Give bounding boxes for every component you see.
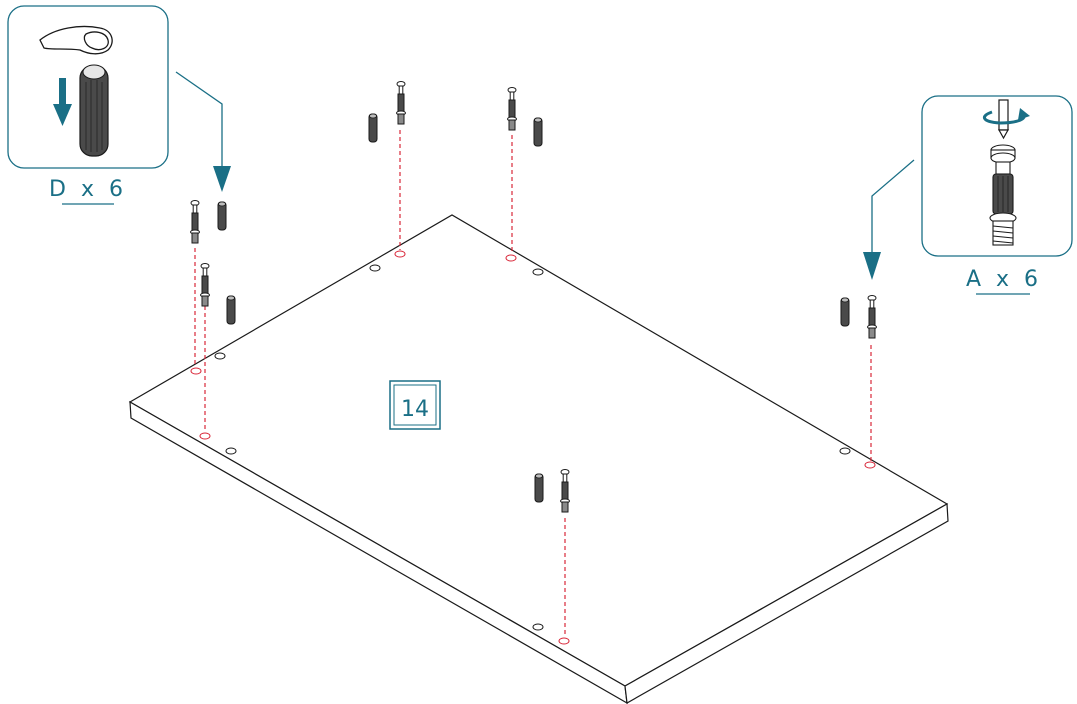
dowel-part (840, 297, 850, 327)
cam-bolt-screw-icon (989, 144, 1017, 246)
dowel-quantity-label: D x 6 (49, 177, 127, 202)
dowel-press-icon (79, 64, 109, 157)
panel-holes (190, 250, 876, 645)
part-number: 14 (401, 397, 429, 422)
cam-bolt-quantity-label: A x 6 (966, 267, 1042, 292)
dowel-part (533, 117, 543, 147)
panel-board (128, 214, 949, 704)
rotate-arrow-icon (983, 110, 1026, 125)
panel-side-edge (624, 503, 949, 704)
screwdriver-icon (997, 99, 1010, 140)
cam-bolt-callout: A x 6 (863, 95, 1073, 295)
dowel-part (534, 473, 544, 503)
hardware-parts (190, 81, 877, 513)
cam-bolt-leader-line (871, 159, 915, 256)
finger-icon (39, 25, 113, 55)
cam-bolt-leader-arrow-icon (863, 252, 881, 280)
dowel-part (226, 295, 236, 325)
cam-bolt-part (867, 295, 877, 339)
dowel-part (368, 113, 378, 143)
cam-bolt-part (190, 200, 200, 244)
cam-bolt-part (200, 263, 210, 307)
cam-bolt-part (507, 87, 517, 131)
dowel-callout: D x 6 (7, 5, 231, 205)
cam-bolt-part (396, 81, 406, 125)
dowel-part (217, 201, 227, 231)
cam-bolt-part (560, 469, 570, 513)
dowel-leader-line (175, 71, 223, 168)
panel-top-face (128, 214, 949, 687)
down-arrow-icon (53, 78, 72, 126)
part-number-box: 14 (389, 380, 441, 430)
dowel-leader-arrow-icon (213, 166, 231, 192)
insertion-guides (194, 130, 872, 637)
